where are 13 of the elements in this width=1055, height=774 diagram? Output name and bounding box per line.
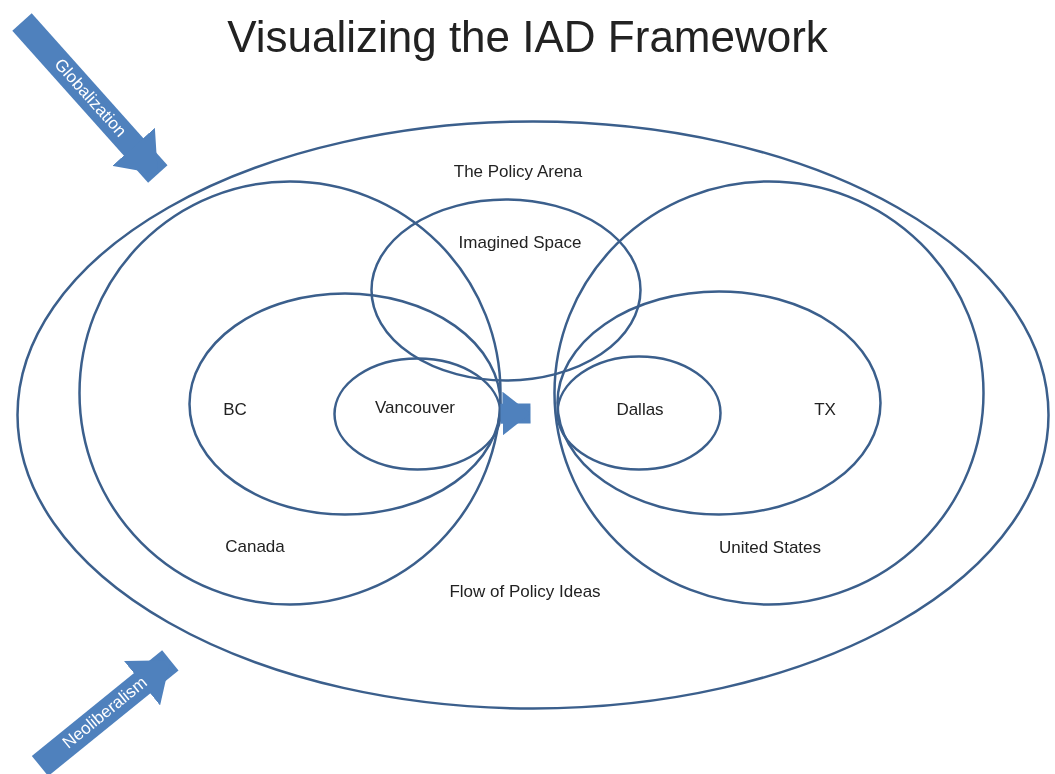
ellipse-label: Imagined Space xyxy=(458,233,582,253)
block-arrow xyxy=(12,13,168,183)
ellipse-label: Canada xyxy=(225,537,285,557)
ellipse-label: TX xyxy=(814,400,836,420)
ellipse-label: Vancouver xyxy=(375,398,455,418)
ellipse-label: The Policy Arena xyxy=(453,162,583,182)
block-arrow xyxy=(500,391,531,436)
ellipse-label: Dallas xyxy=(616,400,664,420)
ellipse-label: BC xyxy=(223,400,247,420)
block-arrow xyxy=(31,650,179,774)
flow-caption: Flow of Policy Ideas xyxy=(449,582,601,602)
diagram-title: Visualizing the IAD Framework xyxy=(226,12,829,62)
ellipse-label: United States xyxy=(718,538,822,558)
